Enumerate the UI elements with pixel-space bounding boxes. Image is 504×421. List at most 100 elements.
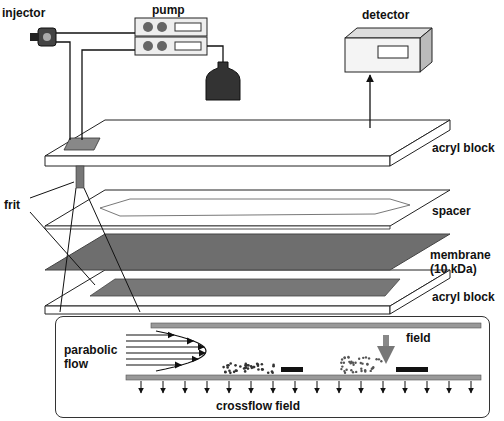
illustration-stroke xyxy=(257,365,260,368)
illustration-stroke xyxy=(405,381,406,393)
illustration-stroke xyxy=(45,270,450,306)
illustration-stroke xyxy=(361,381,362,393)
illustration-stroke xyxy=(126,358,198,359)
illustration-stroke xyxy=(30,33,39,41)
illustration-stroke xyxy=(271,370,274,373)
part-label: spacer xyxy=(432,204,471,218)
illustration-stroke xyxy=(45,226,390,229)
illustration-stroke xyxy=(420,28,432,72)
illustration-stroke xyxy=(156,331,206,371)
illustration-stroke xyxy=(60,188,76,312)
illustration-stroke xyxy=(185,381,186,393)
illustration-stroke xyxy=(45,120,450,156)
illustration-stroke xyxy=(227,364,230,367)
illustration-stroke xyxy=(372,367,374,369)
illustration-stroke xyxy=(235,369,238,372)
illustration-stroke xyxy=(366,363,368,365)
illustration-stroke xyxy=(370,370,372,372)
illustration-stroke xyxy=(207,381,208,393)
illustration-stroke xyxy=(427,381,428,393)
illustration-stroke xyxy=(151,323,481,328)
pump-unit xyxy=(135,18,207,55)
illustration-stroke xyxy=(175,23,201,31)
part-label: acryl block xyxy=(432,141,495,155)
illustration-stroke xyxy=(56,32,135,33)
illustration-stroke xyxy=(175,42,201,50)
illustration-stroke xyxy=(30,212,95,285)
illustration-stroke xyxy=(281,367,303,372)
illustration-stroke xyxy=(82,50,135,140)
illustration-stroke xyxy=(45,234,450,270)
part-label: detector xyxy=(362,8,409,22)
illustration-stroke xyxy=(267,371,270,374)
illustration-stroke xyxy=(244,366,247,369)
illustration-stroke xyxy=(257,368,260,371)
illustration-stroke xyxy=(348,361,350,363)
illustration-stroke xyxy=(135,37,207,55)
part-label: pump xyxy=(152,3,185,17)
illustration-stroke xyxy=(56,42,70,140)
illustration-stroke xyxy=(135,18,207,36)
illustration-stroke xyxy=(347,356,349,358)
illustration-stroke xyxy=(345,38,420,72)
illustration-stroke xyxy=(360,362,362,364)
illustration-stroke xyxy=(45,156,390,166)
illustration-stroke xyxy=(378,46,408,58)
inset-label: crossflow field xyxy=(216,399,300,413)
spacer-sheet xyxy=(45,190,450,229)
illustration-stroke xyxy=(340,362,342,364)
illustration-stroke xyxy=(157,41,167,51)
illustration-stroke xyxy=(207,46,223,62)
illustration-stroke xyxy=(126,364,182,365)
illustration-stroke xyxy=(343,356,345,358)
illustration-stroke xyxy=(234,364,237,367)
illustration-stroke xyxy=(261,363,264,366)
illustration-stroke xyxy=(100,199,410,216)
illustration-stroke xyxy=(383,381,384,393)
illustration-stroke xyxy=(471,381,472,393)
illustration-stroke xyxy=(244,370,247,373)
illustration-stroke xyxy=(244,367,247,370)
illustration-stroke xyxy=(366,363,368,365)
illustration-stroke xyxy=(340,368,342,370)
illustration-stroke xyxy=(355,371,357,373)
membrane-sheet xyxy=(45,234,450,270)
illustration-stroke xyxy=(30,182,74,198)
illustration-stroke xyxy=(339,381,340,393)
part-label: membrane (10 kDa) xyxy=(430,248,500,276)
illustration-stroke xyxy=(352,362,354,364)
illustration-stroke xyxy=(380,360,382,362)
illustration-stroke xyxy=(341,365,343,367)
illustration-stroke xyxy=(344,357,346,359)
illustration-stroke xyxy=(126,352,206,353)
tubing xyxy=(56,33,370,140)
illustration-stroke xyxy=(365,356,367,358)
illustration-stroke xyxy=(347,356,349,358)
illustration-stroke xyxy=(244,367,247,370)
channel-inset-panel: parabolic flowfieldcrossflow field xyxy=(55,316,490,418)
illustration-stroke xyxy=(43,33,51,41)
illustration-stroke xyxy=(253,366,256,369)
illustration-stroke xyxy=(341,358,343,360)
illustration-stroke xyxy=(372,366,374,368)
illustration-stroke xyxy=(364,370,366,372)
illustration-stroke xyxy=(358,358,360,360)
illustration-stroke xyxy=(45,190,450,226)
illustration-stroke xyxy=(343,370,345,372)
illustration-stroke xyxy=(206,62,240,100)
illustration-stroke xyxy=(126,334,174,335)
illustration-stroke xyxy=(229,381,230,393)
illustration-stroke xyxy=(45,306,390,314)
illustration-stroke xyxy=(362,357,364,359)
illustration-stroke xyxy=(126,346,204,347)
illustration-stroke xyxy=(222,366,225,369)
illustration-stroke xyxy=(90,279,400,296)
illustration-stroke xyxy=(157,22,167,32)
illustration-stroke xyxy=(224,370,227,373)
illustration-stroke xyxy=(143,22,153,32)
illustration-stroke xyxy=(229,362,232,365)
injector-valve xyxy=(30,28,56,46)
illustration-stroke xyxy=(295,381,296,393)
illustration-stroke xyxy=(396,367,428,372)
illustration-stroke xyxy=(247,367,250,370)
